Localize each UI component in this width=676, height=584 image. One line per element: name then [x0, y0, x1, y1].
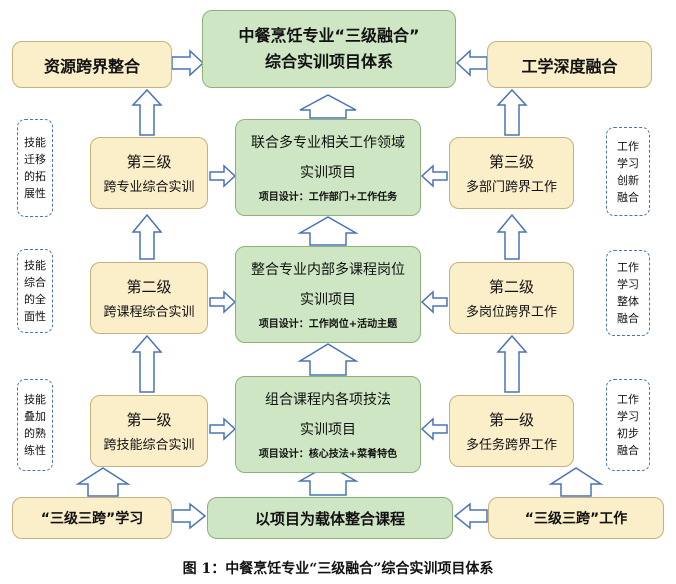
left-side-note-1: 技能叠加的熟练性	[17, 379, 53, 471]
arrow-up-bottom-right	[548, 467, 604, 497]
center-level1-title: 组合课程内各项技法	[265, 392, 391, 408]
arrow-up-right-1	[496, 334, 528, 393]
left-side-note-3: 技能迁移的拓展性	[17, 119, 53, 217]
center-level2-note: 项目设计：工作岗位+活动主题	[258, 319, 398, 330]
work-box: “三级三跨”工作	[488, 497, 664, 539]
arrow-left-bottom-right	[453, 502, 488, 530]
resource-integration-label: 资源跨界整合	[43, 56, 140, 76]
project-carrier-box: 以项目为载体整合课程	[207, 497, 453, 539]
study-label: “三级三跨”学习	[40, 511, 144, 527]
project-carrier-label: 以项目为载体整合课程	[254, 509, 405, 528]
arrow-up-center-1	[297, 343, 359, 376]
right-side-note-2: 工作学习整体融合	[606, 250, 650, 336]
right-level2-label: 第二级	[488, 278, 534, 296]
center-level3-title: 联合多专业相关工作领域	[251, 135, 405, 151]
right-side-note-3: 工作学习创新融合	[606, 127, 650, 216]
right-level1-box: 第一级 多任务跨界工作	[449, 395, 574, 467]
work-study-integration-box: 工学深度融合	[487, 41, 652, 88]
right-level2-box: 第二级 多岗位跨界工作	[449, 262, 574, 334]
arrow-right-to-center-3	[420, 164, 448, 188]
work-label: “三级三跨”工作	[524, 511, 628, 527]
system-title-line1: 中餐烹饪专业“三级融合”	[238, 26, 420, 45]
center-level3-note: 项目设计：工作部门+工作任务	[258, 192, 398, 203]
study-box: “三级三跨”学习	[12, 497, 172, 539]
right-level1-desc: 多任务跨界工作	[465, 438, 557, 453]
right-level3-desc: 多部门跨界工作	[465, 180, 557, 195]
arrow-up-center-2	[297, 216, 359, 246]
arrow-up-bottom-left	[75, 467, 131, 497]
arrow-right-to-center-1	[420, 417, 448, 441]
system-title-line2: 综合实训项目体系	[264, 52, 393, 71]
arrow-up-right-2	[496, 213, 528, 260]
arrow-right-to-center-2	[420, 290, 448, 314]
center-level2-box: 整合专业内部多课程岗位 实训项目 项目设计：工作岗位+活动主题	[235, 246, 421, 343]
work-study-integration-label: 工学深度融合	[521, 56, 618, 76]
right-level3-box: 第三级 多部门跨界工作	[449, 137, 574, 209]
left-side-note-2: 技能综合的全面性	[17, 249, 53, 333]
right-side-note-1: 工作学习初步融合	[606, 379, 650, 471]
figure-caption: 图 1：中餐烹饪专业“三级融合”综合实训项目体系	[182, 561, 494, 577]
center-level2-sub: 实训项目	[300, 292, 356, 308]
left-level1-desc: 跨技能综合实训	[103, 438, 195, 453]
right-level2-desc: 多岗位跨界工作	[465, 305, 557, 320]
center-level2-title: 整合专业内部多课程岗位	[251, 262, 405, 278]
left-level3-desc: 跨专业综合实训	[103, 180, 195, 195]
arrow-up-left-2	[131, 213, 163, 260]
arrow-left-to-center-3	[209, 164, 237, 188]
arrow-up-center-0	[297, 464, 359, 496]
left-level1-box: 第一级 跨技能综合实训	[90, 395, 208, 467]
center-level1-sub: 实训项目	[300, 422, 356, 438]
left-level1-label: 第一级	[126, 411, 172, 429]
left-level3-box: 第三级 跨专业综合实训	[90, 137, 208, 209]
arrow-right-top-left	[171, 49, 205, 77]
arrow-up-center-3	[299, 94, 357, 119]
left-level3-label: 第三级	[126, 153, 172, 171]
arrow-up-left-1	[131, 334, 163, 393]
left-level2-label: 第二级	[126, 278, 172, 296]
arrow-left-to-center-1	[209, 417, 237, 441]
center-level3-box: 联合多专业相关工作领域 实训项目 项目设计：工作部门+工作任务	[235, 119, 421, 216]
system-title-box: 中餐烹饪专业“三级融合” 综合实训项目体系	[202, 10, 456, 88]
right-level3-label: 第三级	[488, 153, 534, 171]
center-level1-box: 组合课程内各项技法 实训项目 项目设计：核心技法+菜肴特色	[235, 376, 421, 473]
left-level2-desc: 跨课程综合实训	[103, 305, 195, 320]
arrow-up-left-3	[131, 88, 163, 136]
arrow-right-bottom-left	[172, 502, 207, 530]
arrow-left-top-right	[455, 49, 488, 77]
right-level1-label: 第一级	[488, 411, 534, 429]
resource-integration-box: 资源跨界整合	[12, 41, 172, 88]
center-level1-note: 项目设计：核心技法+菜肴特色	[258, 449, 398, 460]
arrow-up-right-3	[496, 88, 528, 136]
center-level3-sub: 实训项目	[300, 165, 356, 181]
left-level2-box: 第二级 跨课程综合实训	[90, 262, 208, 334]
arrow-left-to-center-2	[209, 290, 237, 314]
